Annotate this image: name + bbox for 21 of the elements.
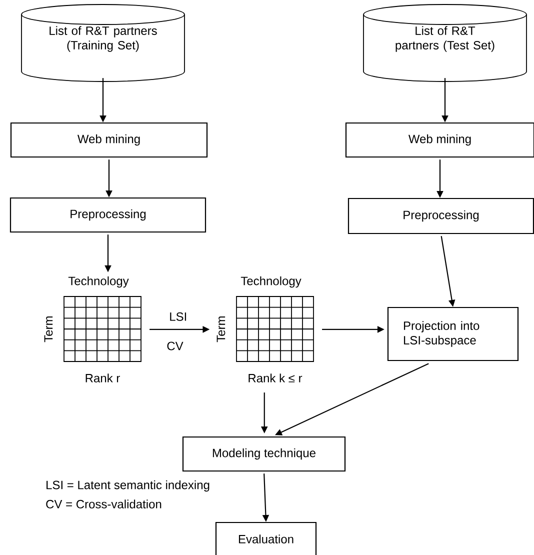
process-box: Preprocessing — [10, 197, 206, 233]
row-label: Term — [216, 316, 226, 342]
node-label: List of R&T partners (Training Set) — [50, 26, 157, 52]
process-box: Web mining — [10, 122, 208, 158]
edge-label: LSI — [170, 312, 186, 321]
note-label: CV — [167, 342, 184, 350]
database-cylinder: List of R&T partners (Test Set) — [363, 4, 527, 82]
legend-note: LSI = Latent semantic indexing — [46, 480, 210, 492]
process-box: Projection into LSI-subspace — [387, 306, 519, 362]
column-label: Technology — [68, 276, 129, 288]
column-label: Technology — [240, 276, 302, 288]
process-box: Preprocessing — [348, 198, 534, 234]
process-box: Web mining — [345, 122, 534, 158]
rank-label: Rank k ≤ r — [248, 374, 302, 382]
legend-note: CV = Cross-validation — [46, 500, 162, 508]
process-box: Evaluation — [215, 522, 317, 555]
rank-label: Rank r — [86, 374, 120, 382]
database-cylinder: List of R&T partners (Training Set) — [21, 4, 185, 82]
node-label: List of R&T partners (Test Set) — [396, 26, 494, 52]
row-label: Term — [44, 316, 53, 342]
process-box: Modeling technique — [182, 436, 346, 472]
